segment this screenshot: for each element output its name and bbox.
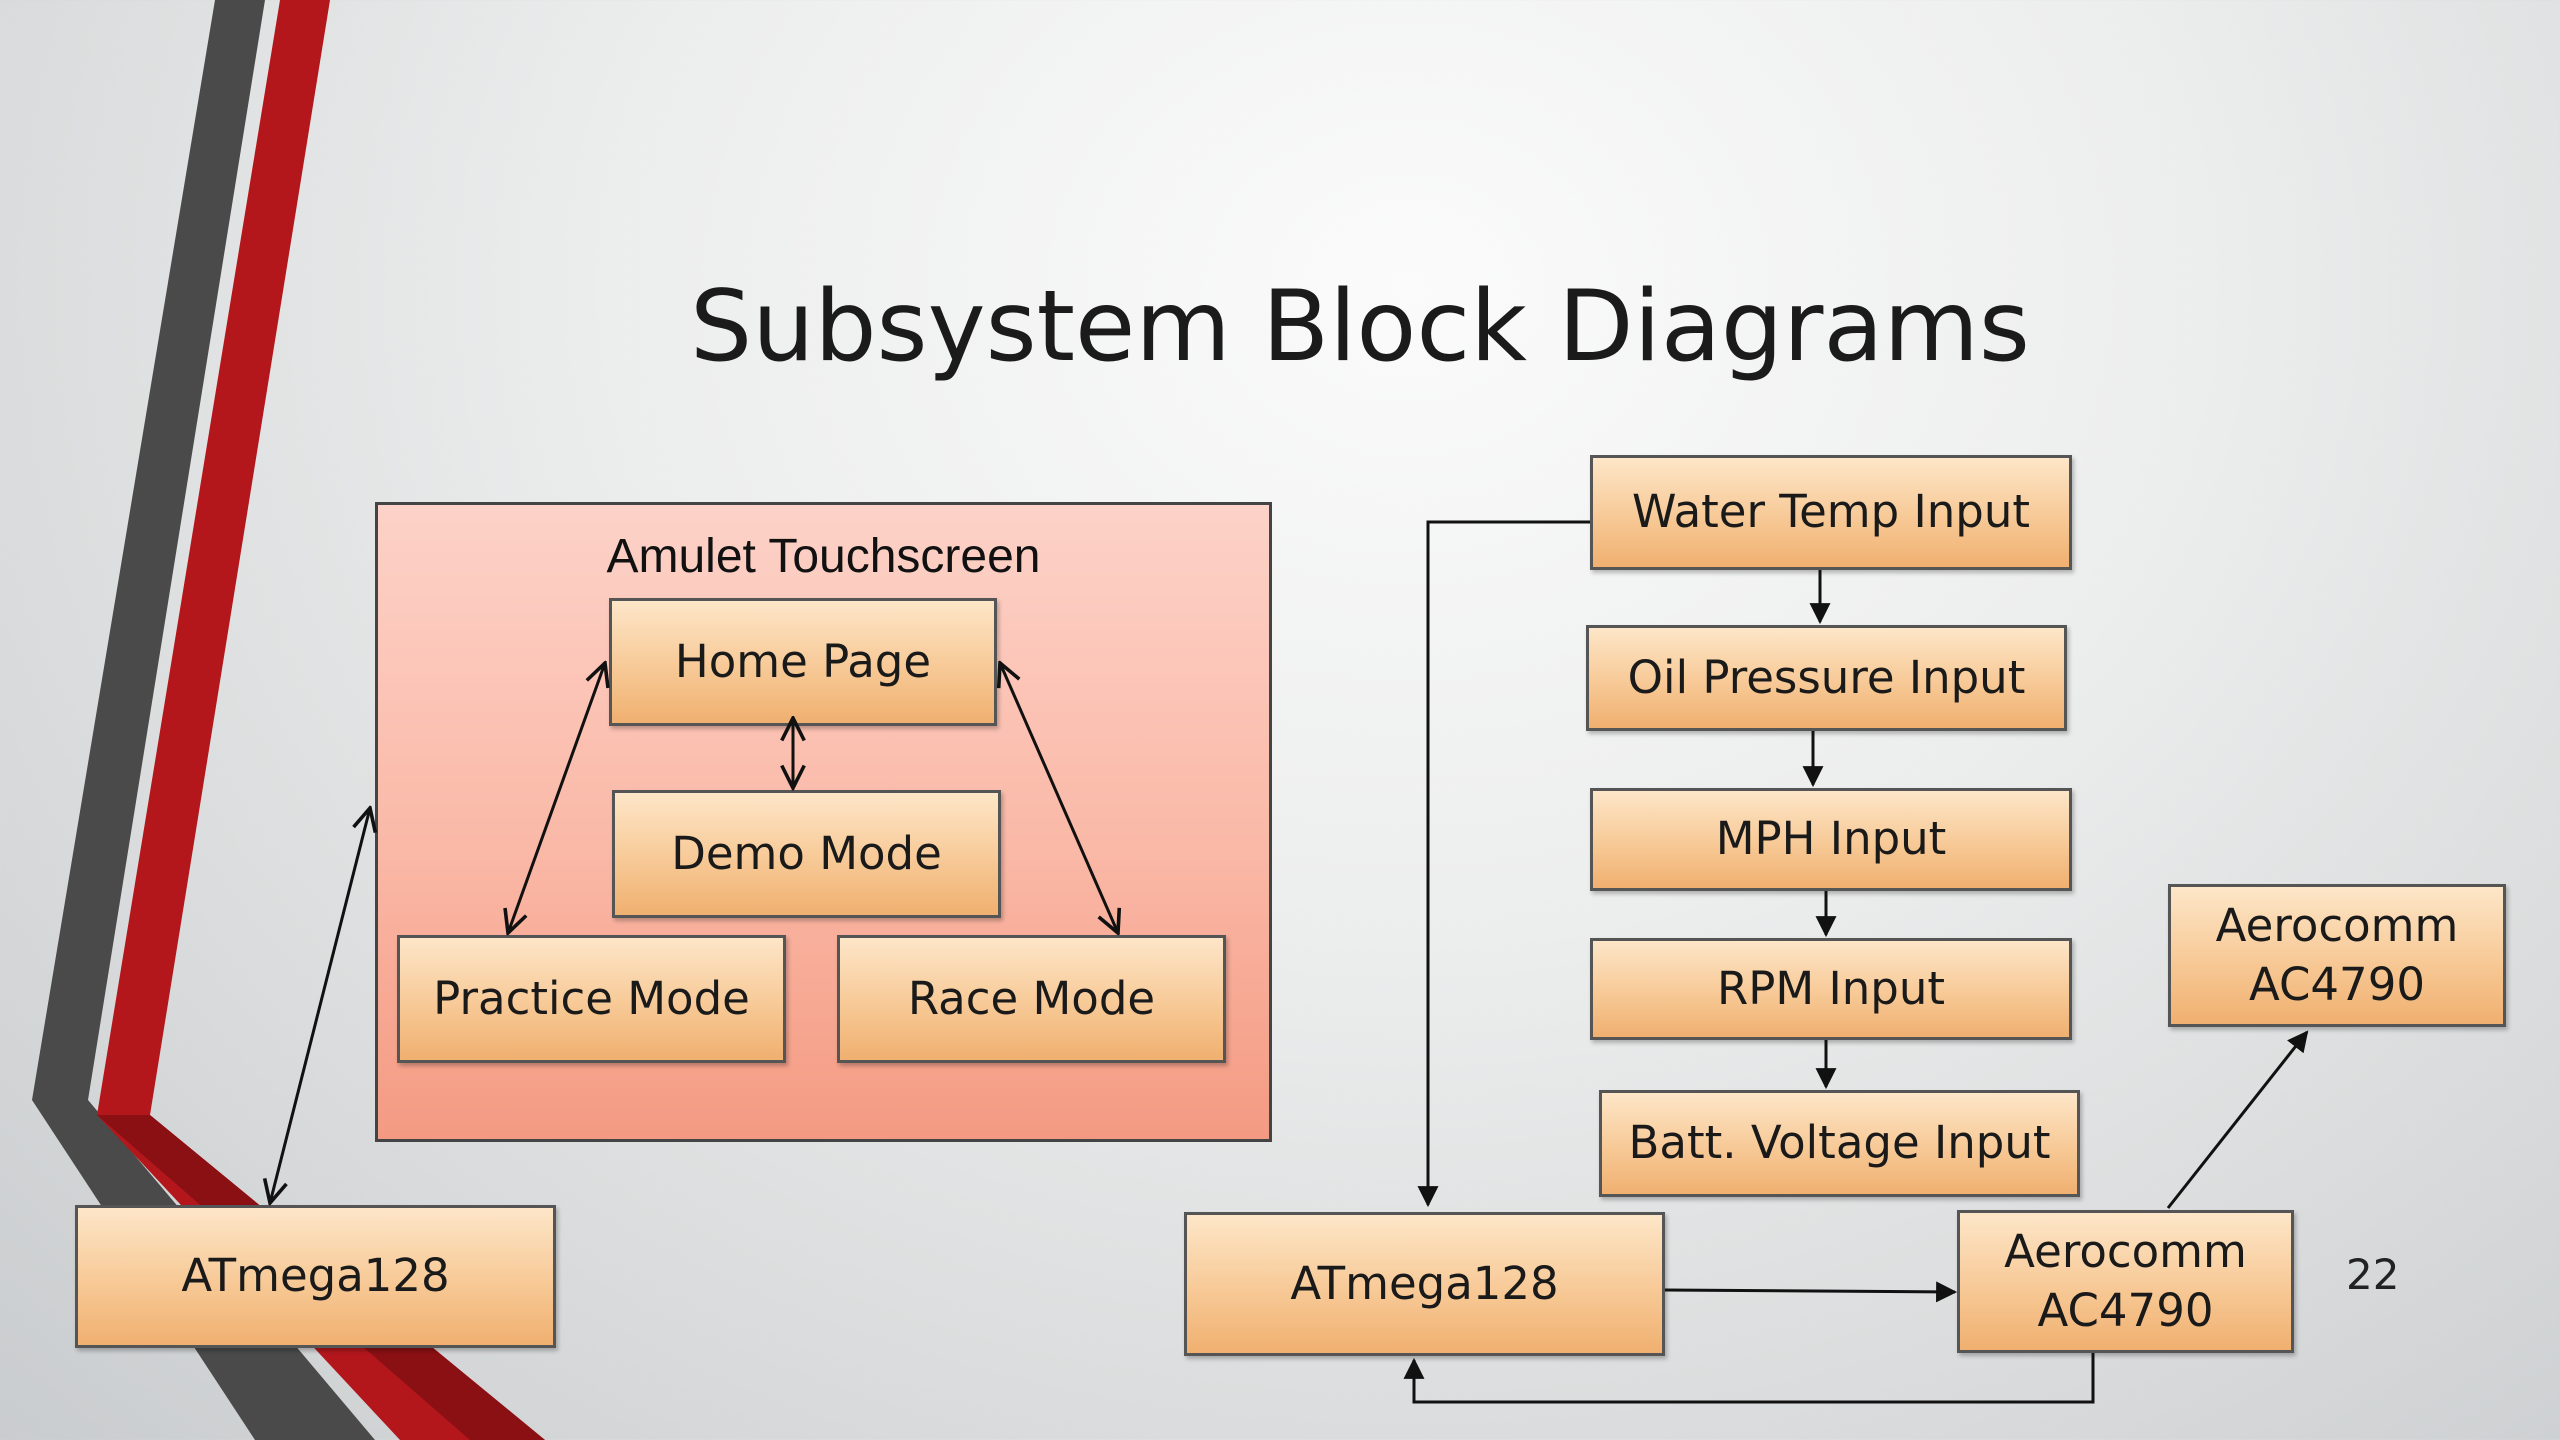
- oil-pressure-input-box: Oil Pressure Input: [1586, 625, 2067, 731]
- home-page-box: Home Page: [609, 598, 997, 726]
- arrow-atmega-touchscreen: [270, 808, 370, 1203]
- arrow-water-atmega: [1417, 520, 1590, 1208]
- container-label: Amulet Touchscreen: [606, 530, 1041, 583]
- arrow-home-practice: [508, 663, 605, 933]
- gray-stripe: [32, 0, 375, 1440]
- arrow-aerocomm-atmega: [1403, 1353, 2095, 1404]
- aerocomm-remote-box: Aerocomm AC4790: [2168, 884, 2506, 1027]
- mph-input-box: MPH Input: [1590, 788, 2072, 891]
- arrow-home-race: [1000, 663, 1118, 933]
- race-mode-box: Race Mode: [837, 935, 1226, 1063]
- water-temp-input-box: Water Temp Input: [1590, 455, 2072, 570]
- slide-title: Subsystem Block Diagrams: [690, 270, 2030, 384]
- rpm-input-box: RPM Input: [1590, 938, 2072, 1040]
- batt-voltage-input-box: Batt. Voltage Input: [1599, 1090, 2080, 1197]
- red-stripe: [97, 0, 545, 1440]
- demo-mode-box: Demo Mode: [612, 790, 1001, 918]
- arrow-aerocomm-remote: [2166, 1030, 2309, 1209]
- page-number: 22: [2346, 1250, 2400, 1299]
- arrow-atmega-aerocomm: [1664, 1281, 1958, 1303]
- aerocomm-local-box: Aerocomm AC4790: [1957, 1210, 2294, 1353]
- atmega128-right-box: ATmega128: [1184, 1212, 1665, 1356]
